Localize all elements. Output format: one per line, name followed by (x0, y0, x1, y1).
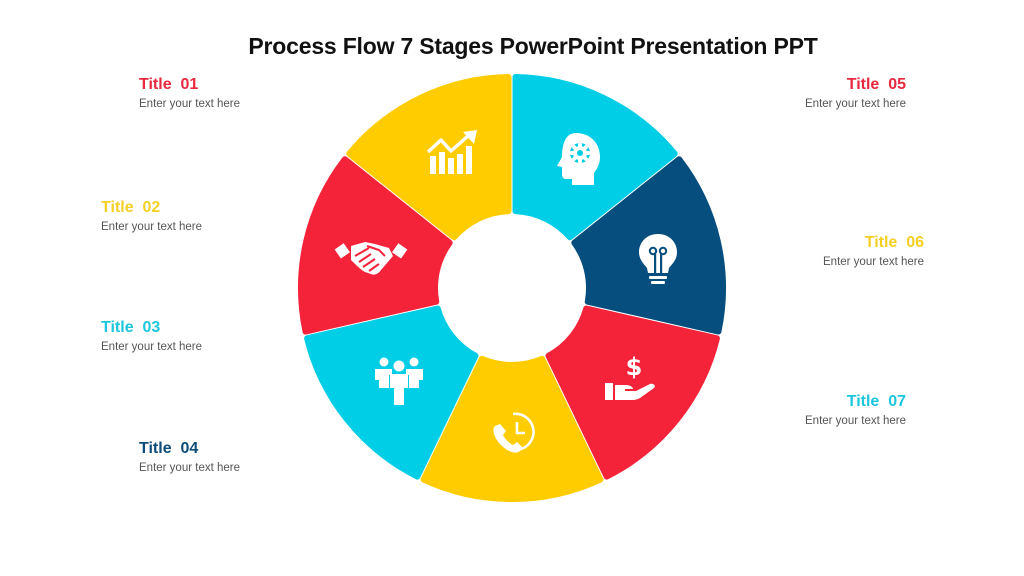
stage-title-06: Title 06 (864, 234, 924, 251)
head-gear-icon (557, 133, 600, 185)
handshake-icon (334, 242, 408, 275)
stage-text-02: Enter your text here (101, 221, 202, 233)
lightbulb-icon (639, 234, 677, 284)
stage-text-03: Enter your text here (101, 341, 202, 353)
stage-text-04: Enter your text here (139, 462, 240, 474)
stage-text-01: Enter your text here (139, 98, 240, 110)
stage-text-05: Enter your text here (805, 98, 906, 110)
stage-label-01: Title 01 Enter your text here (139, 75, 240, 112)
stage-label-06: Title 06 Enter your text here (823, 233, 924, 270)
stage-title-01: Title 01 (139, 76, 199, 93)
ring-segment-stage-3 (304, 305, 479, 480)
phone-clock-icon (493, 412, 535, 453)
ring-segment-stage-4 (420, 355, 604, 502)
ring-icons: $ (334, 130, 677, 453)
stage-label-04: Title 04 Enter your text here (139, 439, 240, 476)
stage-label-02: Title 02 Enter your text here (101, 198, 202, 235)
stage-label-05: Title 05 Enter your text here (805, 75, 906, 112)
hand-dollar-icon: $ (605, 353, 655, 400)
svg-text:$: $ (626, 353, 643, 381)
stage-text-06: Enter your text here (823, 256, 924, 268)
stage-label-03: Title 03 Enter your text here (101, 318, 202, 355)
ring-segment-stage-1 (346, 74, 512, 241)
team-people-icon (375, 357, 423, 405)
ring-segments (298, 74, 726, 502)
stage-label-07: Title 07 Enter your text here (805, 392, 906, 429)
stage-title-02: Title 02 (101, 199, 161, 216)
stage-title-04: Title 04 (139, 440, 199, 457)
page-title: Process Flow 7 Stages PowerPoint Present… (248, 33, 818, 59)
growth-chart-icon (426, 130, 477, 174)
stage-title-05: Title 05 (846, 76, 906, 93)
stage-text-07: Enter your text here (805, 415, 906, 427)
stage-title-07: Title 07 (846, 393, 906, 410)
stage-title-03: Title 03 (101, 319, 161, 336)
